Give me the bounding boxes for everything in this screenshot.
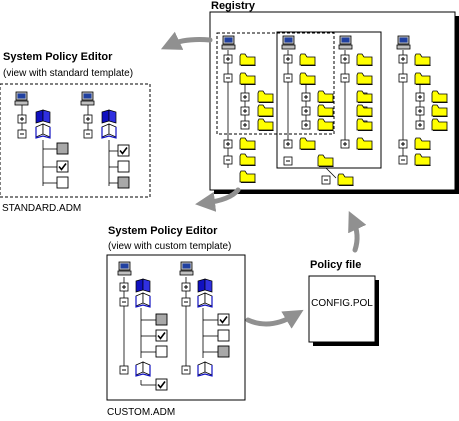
expand-icon bbox=[415, 92, 425, 102]
policy-file-title: Policy file bbox=[310, 259, 361, 271]
collapse-icon bbox=[181, 297, 191, 307]
book-icon bbox=[35, 123, 51, 139]
policy-file-name: CONFIG.POL bbox=[311, 298, 373, 309]
expand-icon bbox=[301, 92, 311, 102]
expand-icon bbox=[240, 120, 250, 130]
expand-icon bbox=[223, 139, 233, 149]
registry-panel bbox=[209, 11, 459, 194]
expand-icon bbox=[301, 106, 311, 116]
standard-editor-subtitle: (view with standard template) bbox=[3, 68, 133, 79]
checkbox-icon bbox=[155, 378, 168, 391]
collapse-icon bbox=[119, 365, 129, 375]
collapse-icon bbox=[398, 155, 408, 165]
expand-icon bbox=[398, 139, 408, 149]
expand-icon bbox=[340, 139, 350, 149]
collapse-icon bbox=[119, 297, 129, 307]
checkbox-icon bbox=[117, 144, 130, 157]
book-icon bbox=[197, 278, 213, 293]
collapse-icon bbox=[283, 73, 293, 83]
checkbox-icon bbox=[155, 313, 168, 326]
registry-title: Registry bbox=[211, 0, 256, 12]
expand-icon bbox=[398, 54, 408, 64]
checkbox-icon bbox=[217, 329, 230, 342]
expand-icon bbox=[181, 282, 191, 292]
collapse-icon bbox=[340, 73, 350, 83]
collapse-icon bbox=[83, 129, 93, 139]
custom-editor-caption: CUSTOM.ADM bbox=[107, 407, 175, 418]
computer-icon bbox=[117, 261, 132, 276]
collapse-icon bbox=[223, 155, 233, 165]
book-icon bbox=[135, 292, 151, 308]
checkbox-icon bbox=[117, 160, 130, 173]
expand-icon bbox=[415, 106, 425, 116]
book-icon bbox=[35, 109, 51, 124]
standard-editor-caption: STANDARD.ADM bbox=[2, 203, 81, 214]
standard-editor-panel bbox=[0, 83, 151, 198]
custom-editor-panel bbox=[106, 254, 246, 401]
arrow-policy-to-registry bbox=[348, 210, 367, 253]
book-icon bbox=[135, 361, 151, 377]
checkbox-icon bbox=[217, 345, 230, 358]
checkbox-icon bbox=[56, 176, 69, 189]
arrow-custom-to-policy bbox=[245, 309, 304, 329]
checkbox-icon bbox=[155, 345, 168, 358]
expand-icon bbox=[17, 114, 27, 124]
expand-icon bbox=[240, 106, 250, 116]
collapse-icon bbox=[398, 73, 408, 83]
arrow-registry-to-custom bbox=[195, 187, 241, 212]
computer-icon bbox=[80, 91, 95, 106]
collapse-icon bbox=[223, 73, 233, 83]
expand-icon bbox=[283, 139, 293, 149]
checkbox-icon bbox=[155, 329, 168, 342]
computer-icon bbox=[221, 35, 236, 50]
expand-icon bbox=[119, 282, 129, 292]
book-icon bbox=[135, 278, 151, 293]
expand-icon bbox=[240, 92, 250, 102]
checkbox-icon bbox=[56, 160, 69, 173]
expand-icon bbox=[340, 54, 350, 64]
custom-editor-subtitle: (view with custom template) bbox=[108, 241, 231, 252]
expand-icon bbox=[223, 54, 233, 64]
book-icon bbox=[101, 123, 117, 139]
book-icon bbox=[197, 292, 213, 308]
book-icon bbox=[101, 109, 117, 124]
expand-icon bbox=[301, 120, 311, 130]
collapse-icon bbox=[321, 175, 331, 185]
policy-file-box bbox=[308, 275, 379, 346]
book-icon bbox=[197, 361, 213, 377]
expand-icon bbox=[83, 114, 93, 124]
collapse-icon bbox=[181, 365, 191, 375]
expand-icon bbox=[283, 54, 293, 64]
custom-editor-title: System Policy Editor bbox=[108, 225, 218, 237]
standard-editor-title: System Policy Editor bbox=[3, 51, 113, 63]
computer-icon bbox=[338, 35, 353, 50]
computer-icon bbox=[396, 35, 411, 50]
checkbox-icon bbox=[117, 176, 130, 189]
arrow-registry-to-standard bbox=[160, 31, 213, 50]
checkbox-icon bbox=[56, 142, 69, 155]
checkbox-icon bbox=[217, 313, 230, 326]
collapse-icon bbox=[17, 129, 27, 139]
expand-icon bbox=[415, 120, 425, 130]
computer-icon bbox=[179, 261, 194, 276]
computer-icon bbox=[14, 91, 29, 106]
computer-icon bbox=[281, 35, 296, 50]
collapse-icon bbox=[283, 156, 293, 166]
